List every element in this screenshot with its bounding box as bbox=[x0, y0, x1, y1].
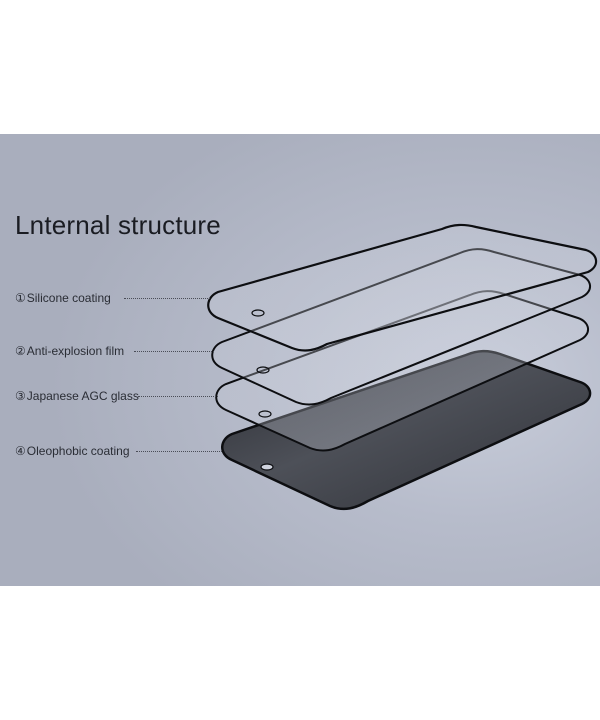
layer-number: ① bbox=[15, 291, 26, 305]
screen-protector-layers-illustration bbox=[207, 223, 598, 511]
camera-cutout bbox=[251, 309, 265, 317]
camera-cutout bbox=[260, 463, 274, 471]
leader-line bbox=[134, 351, 214, 352]
label-oleophobic-coating: ④Oleophobic coating bbox=[15, 444, 130, 458]
camera-cutout bbox=[256, 366, 270, 374]
page-title: Lnternal structure bbox=[15, 210, 221, 240]
label-silicone-coating: ①Silicone coating bbox=[15, 291, 111, 305]
product-structure-panel: Lnternal structure ①Silicone coating ②An… bbox=[0, 134, 600, 586]
layer-number: ③ bbox=[15, 389, 26, 403]
layer-name: Anti-explosion film bbox=[26, 344, 125, 358]
camera-cutout bbox=[258, 410, 272, 418]
layer-name: Japanese AGC glass bbox=[26, 389, 139, 403]
layer-number: ④ bbox=[15, 444, 26, 458]
layer-silicone-coating bbox=[207, 223, 598, 352]
layer-name: Silicone coating bbox=[26, 291, 111, 305]
label-anti-explosion-film: ②Anti-explosion film bbox=[15, 344, 124, 358]
layer-name: Oleophobic coating bbox=[26, 444, 130, 458]
leader-line bbox=[138, 396, 218, 397]
label-agc-glass: ③Japanese AGC glass bbox=[15, 389, 139, 403]
layer-number: ② bbox=[15, 344, 26, 358]
leader-line bbox=[136, 451, 222, 452]
leader-line bbox=[124, 298, 210, 299]
